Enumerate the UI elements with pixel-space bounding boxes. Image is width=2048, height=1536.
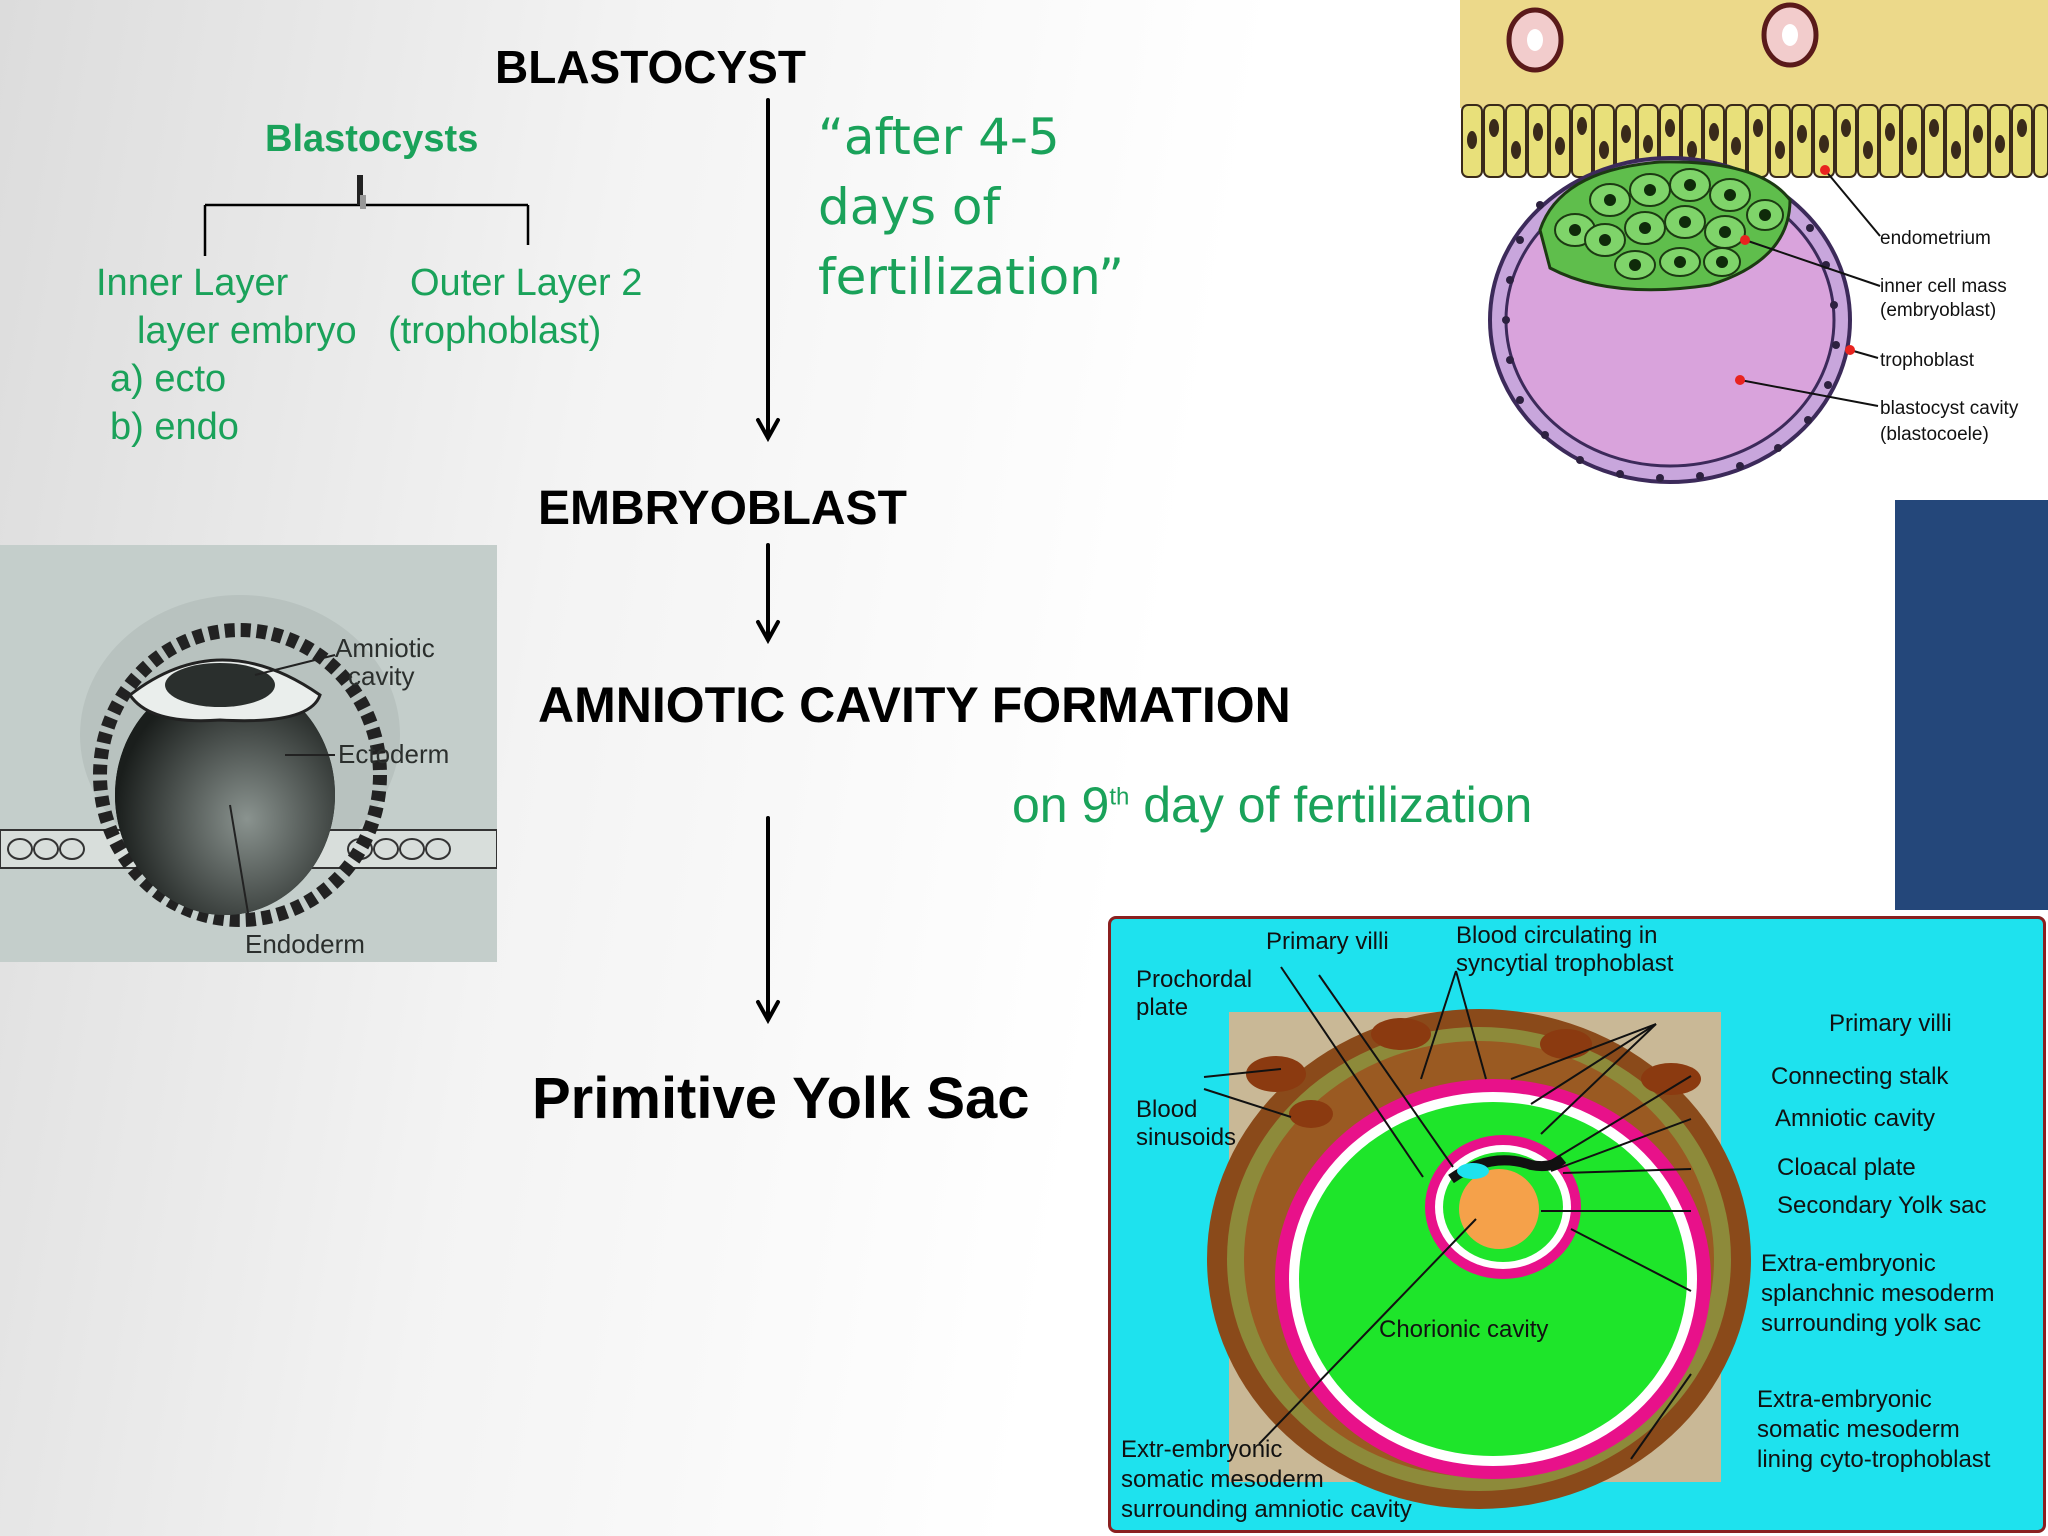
yolk-label-somatic-lining-1: Extra-embryonic (1757, 1386, 1932, 1413)
tree-outer-trophoblast: (trophoblast) (388, 310, 602, 352)
yolk-label-plate: plate (1136, 994, 1188, 1021)
yolk-label-prochordal: Prochordal (1136, 966, 1252, 993)
timing-line-3: fertilization” (818, 248, 1125, 306)
yolk-label-primary-villi-right: Primary villi (1829, 1010, 1952, 1037)
yolk-sac-figure: Primary villi Blood circulating in syncy… (1108, 916, 2046, 1533)
yolk-label-syncytial: syncytial trophoblast (1456, 950, 1674, 977)
photo-label-endoderm: Endoderm (245, 929, 365, 959)
heading-embryoblast: EMBRYOBLAST (538, 482, 907, 535)
yolk-label-secondary-yolk: Secondary Yolk sac (1777, 1192, 1986, 1219)
yolk-label-somatic-lining-2: somatic mesoderm (1757, 1416, 1960, 1443)
yolk-label-connecting-stalk: Connecting stalk (1771, 1063, 1949, 1090)
timing-after-days: “after 4-5 days of fertilization” (818, 102, 1124, 312)
heading-primitive-yolk-sac: Primitive Yolk Sac (532, 1066, 1030, 1131)
flow-arrows (756, 98, 780, 1025)
yolk-label-extr-1: Extr-embryonic (1121, 1436, 1282, 1463)
label-blastocyst-cavity: blastocyst cavity (1880, 398, 2019, 419)
yolk-label-splanchnic-1: Extra-embryonic (1761, 1250, 1936, 1277)
timing-line-1: “after 4-5 (818, 108, 1060, 166)
ninth-suffix: day of fertilization (1129, 777, 1533, 833)
label-trophoblast: trophoblast (1880, 350, 1975, 371)
label-embryoblast: (embryoblast) (1880, 300, 1996, 321)
yolk-label-extr-2: somatic mesoderm (1121, 1466, 1324, 1493)
tree-inner-layer: Inner Layer (96, 262, 289, 304)
yolk-label-somatic-lining-3: lining cyto-trophoblast (1757, 1446, 1991, 1473)
yolk-label-amniotic-cavity: Amniotic cavity (1775, 1105, 1935, 1132)
label-blastocoele: (blastocoele) (1880, 424, 1989, 445)
tree-connector (203, 175, 530, 256)
photo-label-amniotic: Amniotic (335, 633, 435, 663)
label-inner-cell-mass: inner cell mass (1880, 276, 2007, 297)
yolk-label-blood: Blood (1136, 1096, 1197, 1123)
amnion-photo: Amniotic cavity Ectoderm Endoderm (0, 545, 498, 962)
yolk-label-cloacal-plate: Cloacal plate (1777, 1154, 1916, 1181)
photo-label-ectoderm: Ectoderm (338, 739, 449, 769)
blastocyst-figure: endometrium inner cell mass (embryoblast… (1460, 0, 2048, 500)
yolk-label-chorionic-cavity: Chorionic cavity (1379, 1316, 1548, 1343)
timing-line-2: days of (818, 178, 1001, 236)
tree-root-label: Blastocysts (265, 118, 479, 160)
timing-ninth-day: on 9th day of fertilization (1012, 776, 1532, 834)
yolk-label-splanchnic-3: surrounding yolk sac (1761, 1310, 1981, 1337)
ninth-prefix: on 9 (1012, 777, 1110, 833)
tree-outer-layer: Outer Layer 2 (410, 262, 643, 304)
yolk-label-primary-villi-top: Primary villi (1266, 928, 1389, 955)
heading-blastocyst: BLASTOCYST (495, 41, 806, 93)
tree-inner-embryo: layer embryo (137, 310, 357, 352)
ninth-sup: th (1109, 783, 1130, 811)
label-endometrium: endometrium (1880, 228, 1991, 249)
heading-amniotic-cavity-formation: AMNIOTIC CAVITY FORMATION (538, 677, 1291, 733)
tree-inner-endo: b) endo (110, 406, 239, 448)
tree-inner-ecto: a) ecto (110, 358, 227, 400)
yolk-label-extr-3: surrounding amniotic cavity (1121, 1496, 1412, 1523)
yolk-label-blood-circulating: Blood circulating in (1456, 922, 1657, 949)
yolk-label-sinusoids: sinusoids (1136, 1124, 1236, 1151)
photo-label-cavity: cavity (348, 661, 414, 691)
yolk-label-splanchnic-2: splanchnic mesoderm (1761, 1280, 1994, 1307)
